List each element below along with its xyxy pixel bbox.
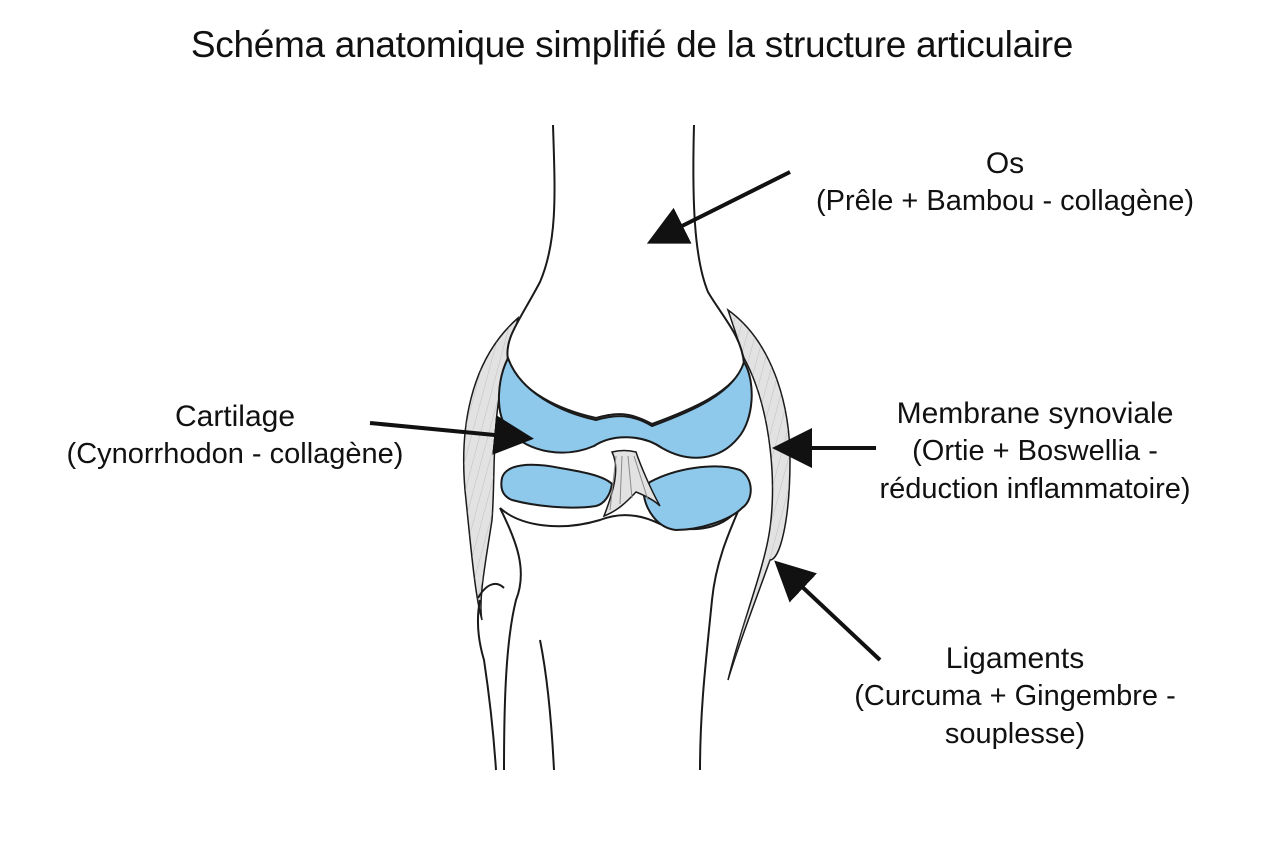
arrow-cartilage — [369, 415, 534, 455]
label-synoviale-name: Membrane synoviale — [896, 397, 1174, 430]
label-synoviale-desc-2: réduction inflammatoire) — [879, 472, 1191, 505]
femur-bone — [506, 124, 746, 426]
tibial-cartilage-left — [500, 463, 614, 509]
diagram-title: Schéma anatomique simplifié de la struct… — [190, 24, 1074, 65]
cruciate-ligament-fibers — [609, 455, 649, 511]
femoral-cartilage — [497, 355, 753, 459]
label-ligaments: Ligaments (Curcuma + Gingembre - souples… — [800, 640, 1230, 753]
left-ligament-fibers — [463, 318, 518, 620]
fibula-inner-line — [539, 639, 555, 771]
right-ligament-fibers — [728, 310, 790, 680]
label-cartilage-name: Cartilage — [174, 400, 296, 433]
label-cartilage-desc: (Cynorrhodon - collagène) — [66, 438, 404, 471]
label-os-desc: (Prêle + Bambou - collagène) — [815, 185, 1194, 218]
label-os-name: Os — [985, 147, 1025, 180]
label-ligaments-name: Ligaments — [945, 642, 1085, 675]
arrow-os — [646, 170, 791, 244]
label-synoviale-desc-1: (Ortie + Boswellia - — [912, 435, 1158, 468]
label-ligaments-desc-2: souplesse) — [944, 717, 1086, 750]
label-ligaments-desc-1: (Curcuma + Gingembre - — [854, 680, 1176, 713]
label-cartilage: Cartilage (Cynorrhodon - collagène) — [20, 398, 450, 474]
label-synoviale: Membrane synoviale (Ortie + Boswellia - … — [830, 395, 1240, 508]
tibial-plateau — [499, 501, 743, 531]
arrow-ligaments — [774, 560, 882, 662]
cruciate-ligament — [602, 449, 661, 518]
tibia-bone — [499, 501, 743, 771]
fibula-bone — [476, 582, 505, 771]
label-os: Os (Prêle + Bambou - collagène) — [780, 145, 1230, 221]
